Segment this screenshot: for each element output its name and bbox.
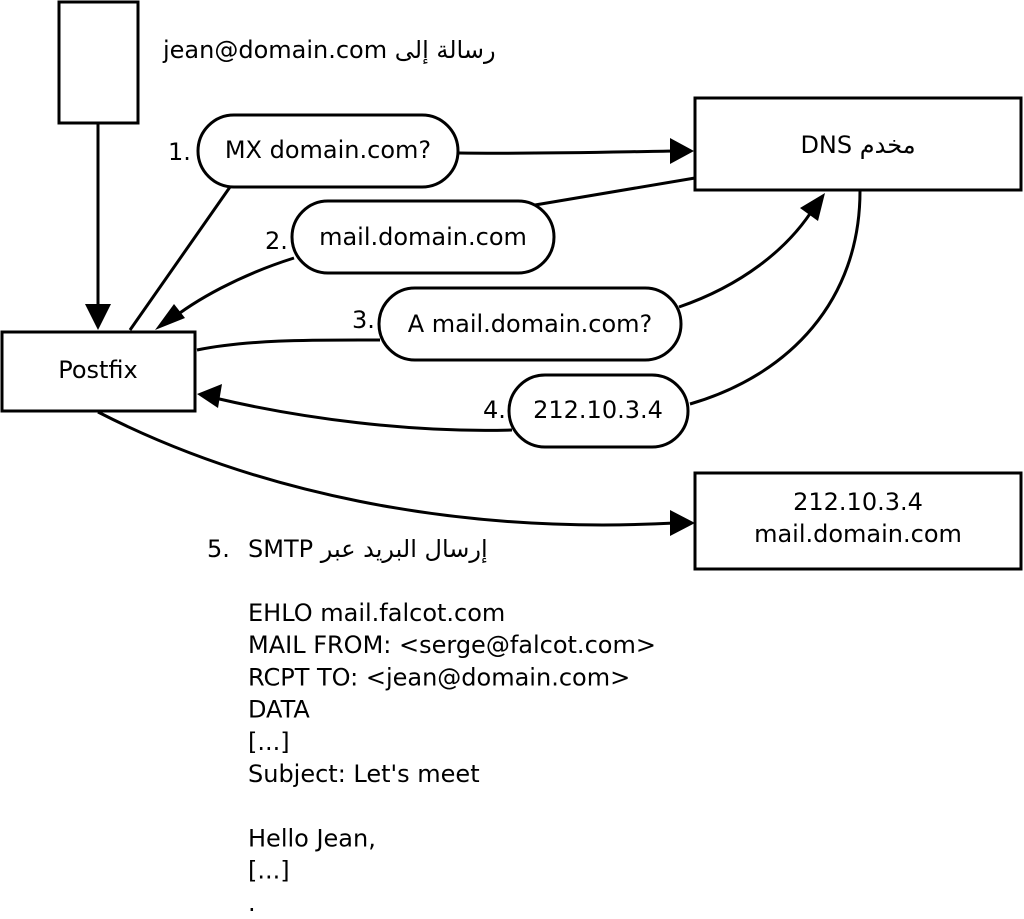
sender-box xyxy=(57,0,140,125)
smtp-line: MAIL FROM: <serge@falcot.com> xyxy=(248,631,656,659)
dns-server-label: مخدم DNS xyxy=(800,131,915,159)
smtp-line: [...] xyxy=(248,728,290,756)
smtp-delivery-arrowhead xyxy=(670,510,695,536)
step-4-number: 4. xyxy=(483,396,506,424)
postfix-label: Postfix xyxy=(58,356,138,384)
message-label: jean@domain.com رسالة إلى xyxy=(162,36,496,65)
step-1-pill xyxy=(196,113,460,189)
a-query-arrowhead xyxy=(800,193,825,221)
a-answer-arrowhead xyxy=(197,384,222,408)
target-server-box xyxy=(693,471,1023,571)
smtp-line: RCPT TO: <jean@domain.com> xyxy=(248,663,630,691)
step-2-text: mail.domain.com xyxy=(319,223,527,251)
mx-query-from-postfix-line xyxy=(128,186,232,331)
a-query-from-postfix-line xyxy=(196,338,381,352)
smtp-line: . xyxy=(248,889,256,917)
a-answer-to-postfix-arrow xyxy=(214,396,513,432)
step-3-text: A mail.domain.com? xyxy=(408,310,653,338)
target-server-ip: 212.10.3.4 xyxy=(793,488,923,516)
smtp-line: DATA xyxy=(248,696,310,724)
step-2-number: 2. xyxy=(265,227,288,255)
a-answer-from-dns-line xyxy=(689,190,862,406)
step-1-text: MX domain.com? xyxy=(225,136,431,164)
mx-query-arrowhead xyxy=(670,138,694,164)
mx-answer-arrowhead xyxy=(155,304,185,330)
dns-server-box xyxy=(693,96,1023,192)
smtp-title: إرسال البريد عبر SMTP xyxy=(248,535,488,564)
a-query-to-dns-arrow xyxy=(678,205,817,309)
smtp-line: EHLO mail.falcot.com xyxy=(248,599,505,627)
step-1-number: 1. xyxy=(168,138,191,166)
step-4-pill xyxy=(507,373,690,449)
mx-answer-from-dns-line xyxy=(534,176,696,207)
step-5-number: 5. xyxy=(207,535,230,563)
smtp-line: Hello Jean, xyxy=(248,824,376,852)
step-2-pill xyxy=(290,199,556,275)
target-server-host: mail.domain.com xyxy=(754,520,962,548)
smtp-line: Subject: Let's meet xyxy=(248,760,480,788)
smtp-line: [...] xyxy=(248,857,290,885)
mx-query-to-dns-arrow xyxy=(458,149,676,155)
sender-arrowhead xyxy=(85,304,111,330)
step-3-number: 3. xyxy=(352,306,375,334)
postfix-box xyxy=(0,330,197,413)
mx-answer-to-postfix-arrow xyxy=(167,256,295,324)
step-4-text: 212.10.3.4 xyxy=(533,396,663,424)
step-3-pill xyxy=(377,286,683,362)
smtp-delivery-arrow xyxy=(97,410,676,527)
